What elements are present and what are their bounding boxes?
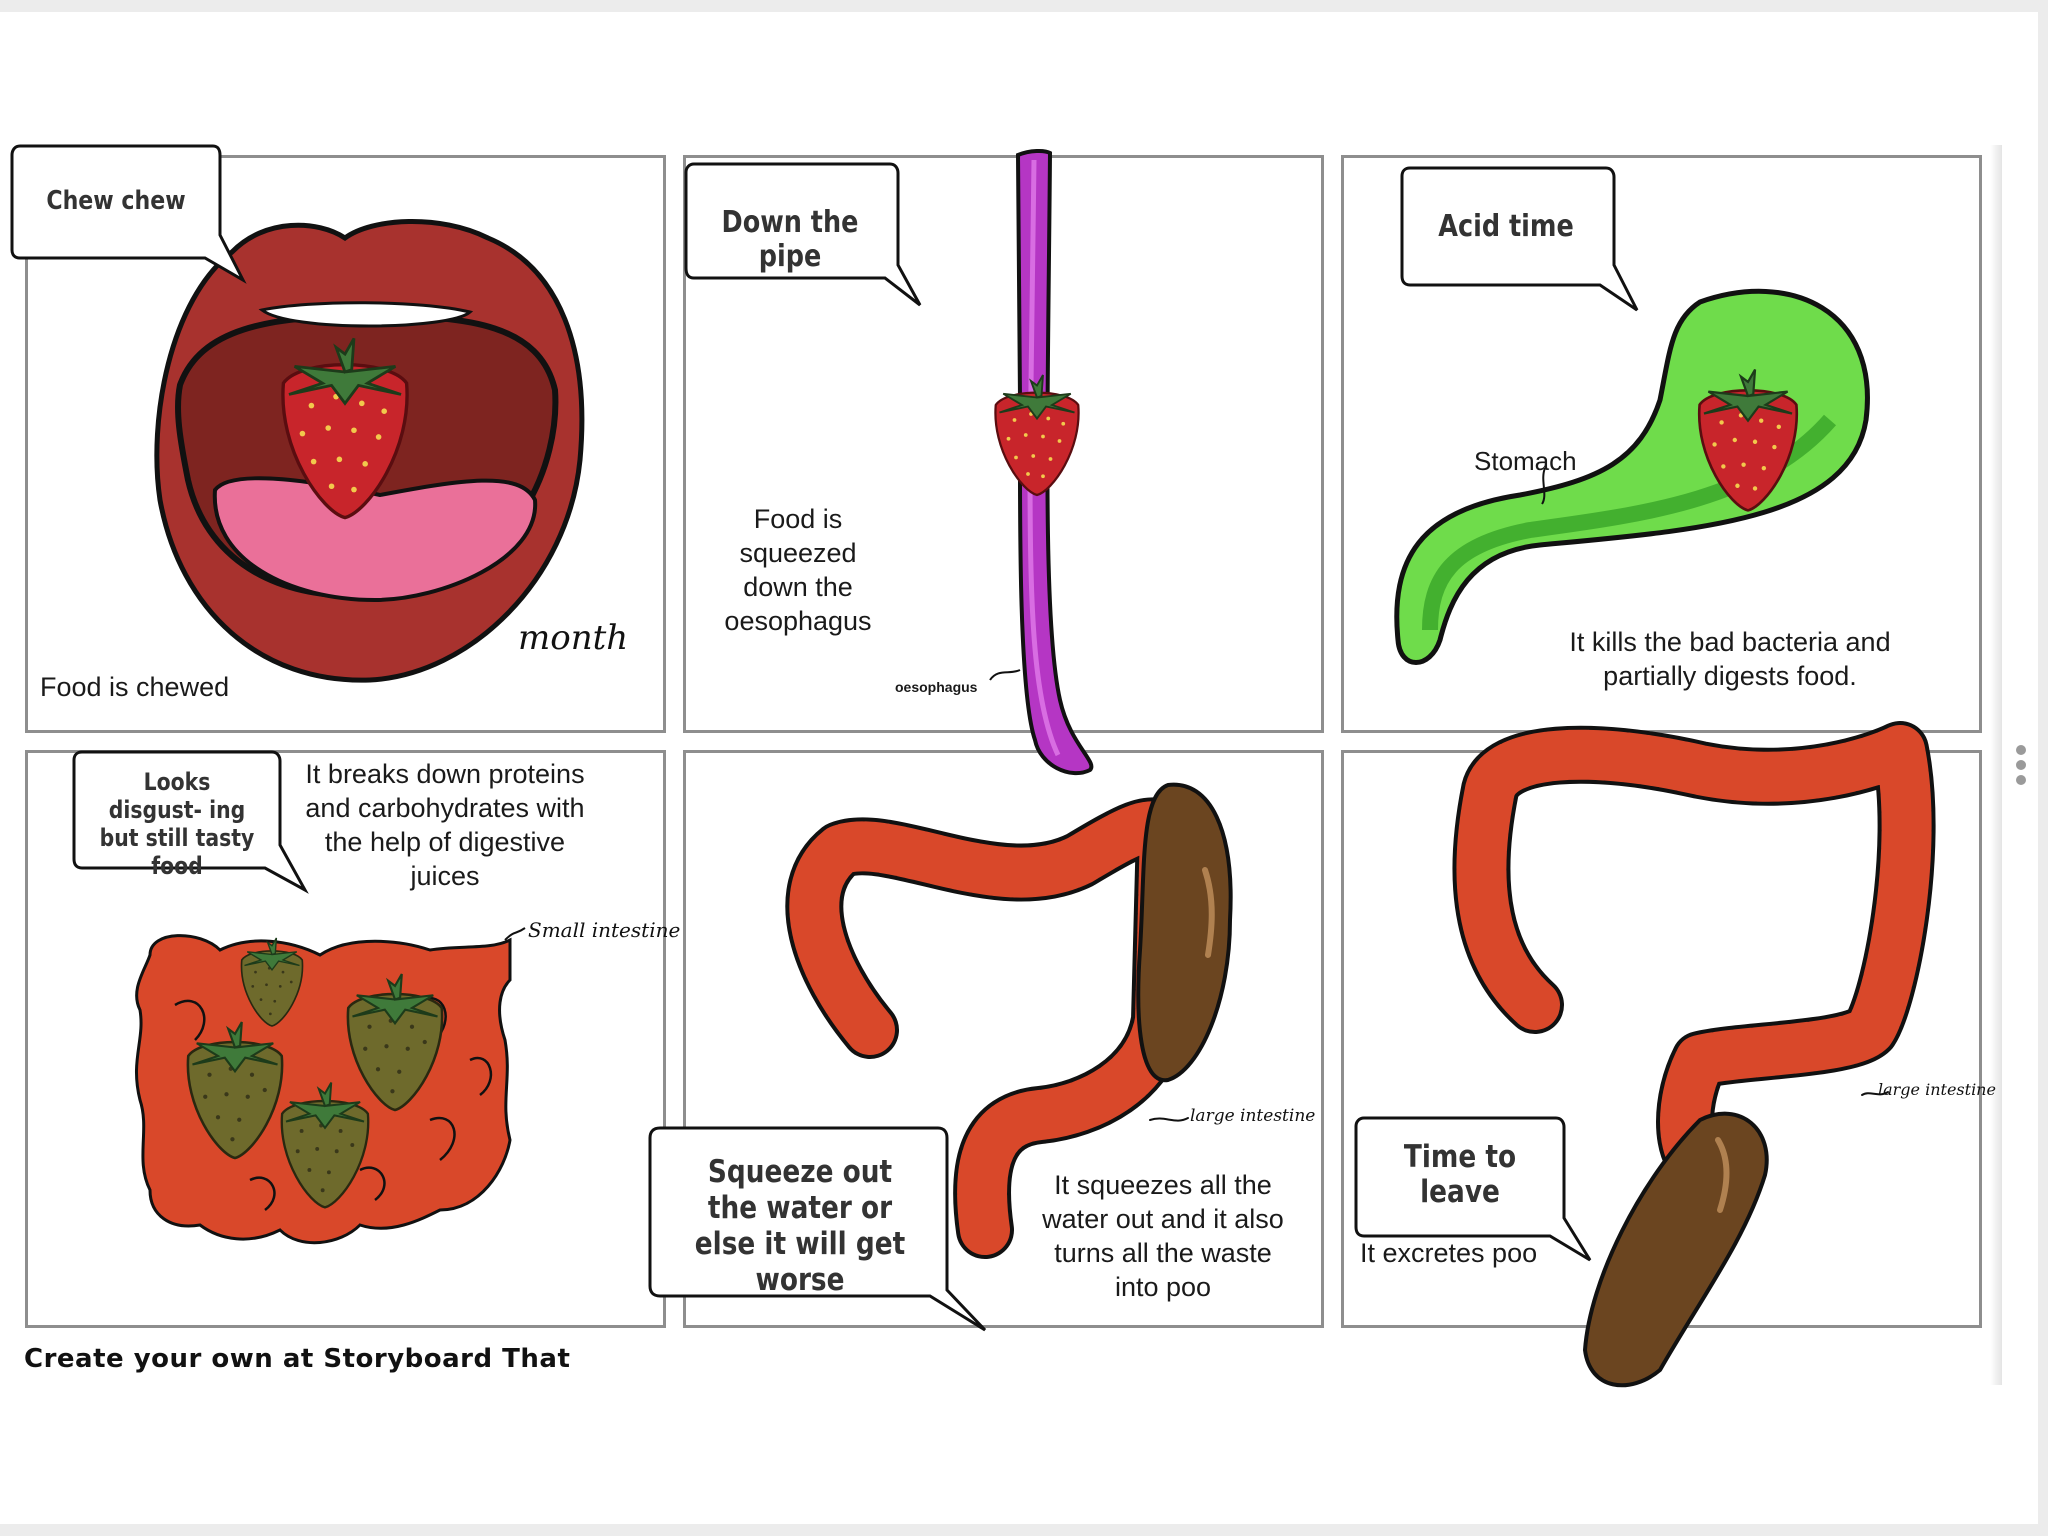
window-right-edge — [2038, 0, 2048, 1536]
speech-text-panel-5: Squeeze out the water or else it will ge… — [694, 1154, 906, 1298]
window-bottom-edge — [0, 1524, 2048, 1536]
speech-text-panel-6: Time to leave — [1403, 1139, 1517, 1210]
speech-bubble-shapes — [10, 144, 1639, 1332]
label-mouth: month — [518, 618, 629, 658]
caption-panel-4: It breaks down proteins and carbohydrate… — [305, 759, 585, 891]
caption-panel-3: It kills the bad bacteria and partially … — [1569, 627, 1891, 691]
caption-panel-1: Food is chewed — [40, 672, 230, 702]
speech-text-panel-1: Chew chew — [46, 186, 186, 216]
label-small-intestine: Small intestine — [528, 918, 681, 942]
mouth-illustration — [154, 218, 585, 683]
window-top-edge — [0, 0, 2048, 12]
speech-text-panel-4: Looks disgust- ing but still tasty food — [99, 768, 255, 880]
caption-panel-5: It squeezes all the water out and it als… — [1042, 1170, 1284, 1302]
label-large-intestine-panel-5: large intestine — [1190, 1106, 1316, 1126]
scroll-handle[interactable] — [2014, 745, 2028, 791]
footer-storyboard-link[interactable]: Create your own at Storyboard That — [24, 1344, 571, 1374]
caption-panel-2: Food is squeezed down the oesophagus — [724, 504, 872, 636]
speech-text-panel-2: Down the pipe — [721, 205, 859, 274]
small-intestine-illustration — [135, 927, 526, 1245]
large-intestine-illustration — [785, 782, 1233, 1259]
stomach-illustration — [1394, 288, 1870, 665]
speech-text-panel-3: Acid time — [1438, 209, 1574, 244]
large-intestine-poo-illustration — [1452, 721, 1936, 1388]
label-oesophagus: oesophagus — [895, 679, 978, 695]
label-stomach: Stomach — [1474, 446, 1577, 476]
label-large-intestine-panel-6: large intestine — [1878, 1080, 1996, 1099]
oesophagus-illustration — [989, 148, 1094, 776]
page-shadow — [1990, 145, 2002, 1385]
caption-panel-6: It excretes poo — [1360, 1238, 1538, 1268]
